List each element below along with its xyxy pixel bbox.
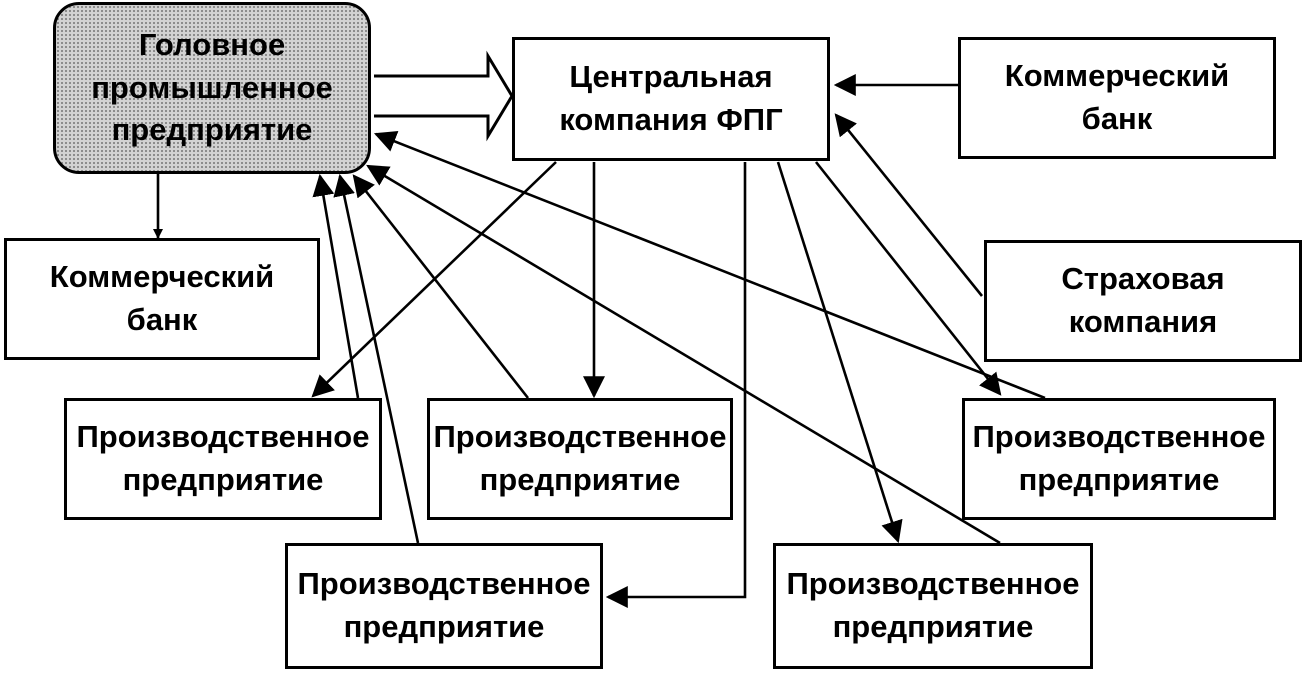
bank-right-line-2: банк bbox=[1081, 101, 1153, 136]
commercial-bank-left-box: Коммерческий банк bbox=[4, 238, 320, 360]
production-enterprise-box-1: Производственное предприятие bbox=[64, 398, 382, 520]
arrow-insurance-to-central bbox=[834, 113, 984, 297]
enterprise-5-line-1: Производственное bbox=[972, 419, 1266, 455]
head-enterprise-line-3: предприятие bbox=[111, 112, 313, 148]
production-enterprise-box-2: Производственное предприятие bbox=[427, 398, 733, 520]
enterprise-1-line-1: Производственное bbox=[76, 419, 370, 455]
enterprise-2-line-1: Производственное bbox=[433, 419, 727, 455]
enterprise-3-line-1: Производственное bbox=[297, 566, 591, 602]
head-enterprise-box: Головное промышленное предприятие bbox=[53, 2, 371, 174]
enterprise-4-line-1: Производственное bbox=[786, 566, 1080, 602]
insurance-line-2: компания bbox=[1068, 304, 1218, 339]
enterprise-1-line-2: предприятие bbox=[122, 462, 324, 497]
enterprise-5-line-2: предприятие bbox=[1018, 462, 1220, 497]
hollow-arrow-head-to-central bbox=[374, 50, 514, 142]
central-company-box: Центральная компания ФПГ bbox=[512, 37, 830, 161]
arrow-central-to-enterprise-3 bbox=[605, 162, 747, 608]
production-enterprise-box-4: Производственное предприятие bbox=[773, 543, 1093, 669]
bank-left-line-2: банк bbox=[126, 302, 198, 337]
insurance-line-1: Страховая bbox=[1061, 261, 1225, 297]
enterprise-3-line-2: предприятие bbox=[343, 609, 545, 644]
head-enterprise-line-2: промышленное bbox=[91, 69, 333, 105]
arrow-enterprise-4-to-head bbox=[366, 164, 1001, 545]
arrow-enterprise-2-to-head bbox=[352, 174, 530, 399]
enterprise-4-line-2: предприятие bbox=[832, 609, 1034, 644]
production-enterprise-box-5: Производственное предприятие bbox=[962, 398, 1276, 520]
central-company-line-1: Центральная bbox=[569, 59, 773, 95]
arrow-enterprise-1-to-head bbox=[312, 173, 360, 399]
production-enterprise-box-3: Производственное предприятие bbox=[285, 543, 603, 669]
bank-right-line-1: Коммерческий bbox=[1004, 58, 1230, 94]
commercial-bank-right-box: Коммерческий банк bbox=[958, 37, 1276, 159]
insurance-company-box: Страховая компания bbox=[984, 240, 1302, 362]
central-company-line-2: компания ФПГ bbox=[559, 102, 783, 137]
enterprise-2-line-2: предприятие bbox=[479, 462, 681, 497]
arrow-enterprise-3-to-head bbox=[333, 173, 420, 544]
arrow-central-to-enterprise-5 bbox=[814, 161, 1002, 396]
arrow-enterprise-5-to-head bbox=[373, 131, 1046, 400]
arrow-central-to-enterprise-4 bbox=[776, 161, 903, 544]
head-enterprise-line-1: Головное bbox=[138, 26, 286, 62]
bank-left-line-1: Коммерческий bbox=[49, 259, 275, 295]
